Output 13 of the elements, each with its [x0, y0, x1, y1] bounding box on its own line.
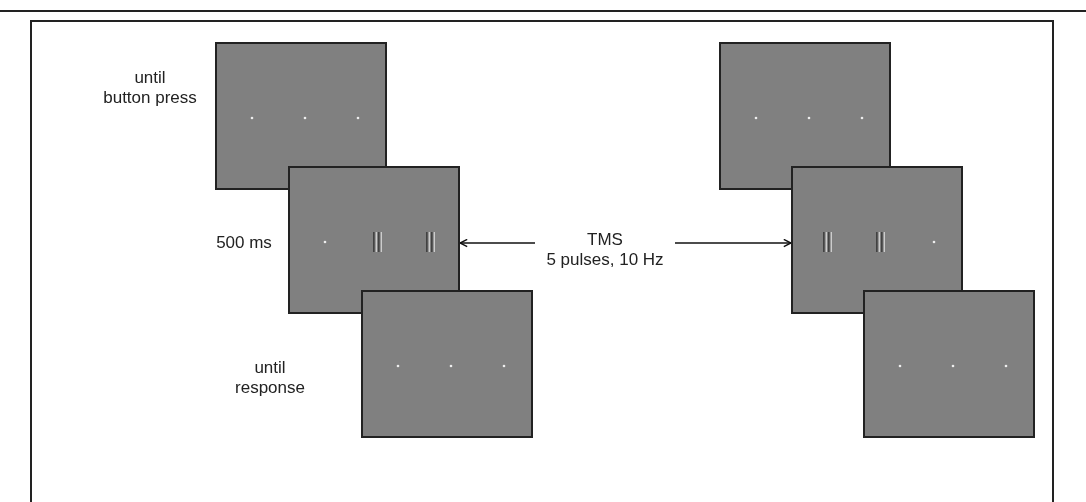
stimulus-screen [791, 166, 963, 314]
annotation-text: 5 pulses, 10 Hz [546, 250, 664, 270]
annotation-text: TMS [587, 230, 623, 250]
stimulus-screen [215, 42, 387, 190]
duration-label: 500 ms [215, 233, 273, 253]
arrow [459, 238, 536, 248]
duration-label: until response [234, 358, 306, 398]
stimulus-screen [863, 290, 1035, 438]
duration-label: until button press [102, 68, 198, 108]
stimulus-screen [288, 166, 460, 314]
arrow [674, 238, 792, 248]
stimulus-screen [719, 42, 891, 190]
stimulus-screen [361, 290, 533, 438]
